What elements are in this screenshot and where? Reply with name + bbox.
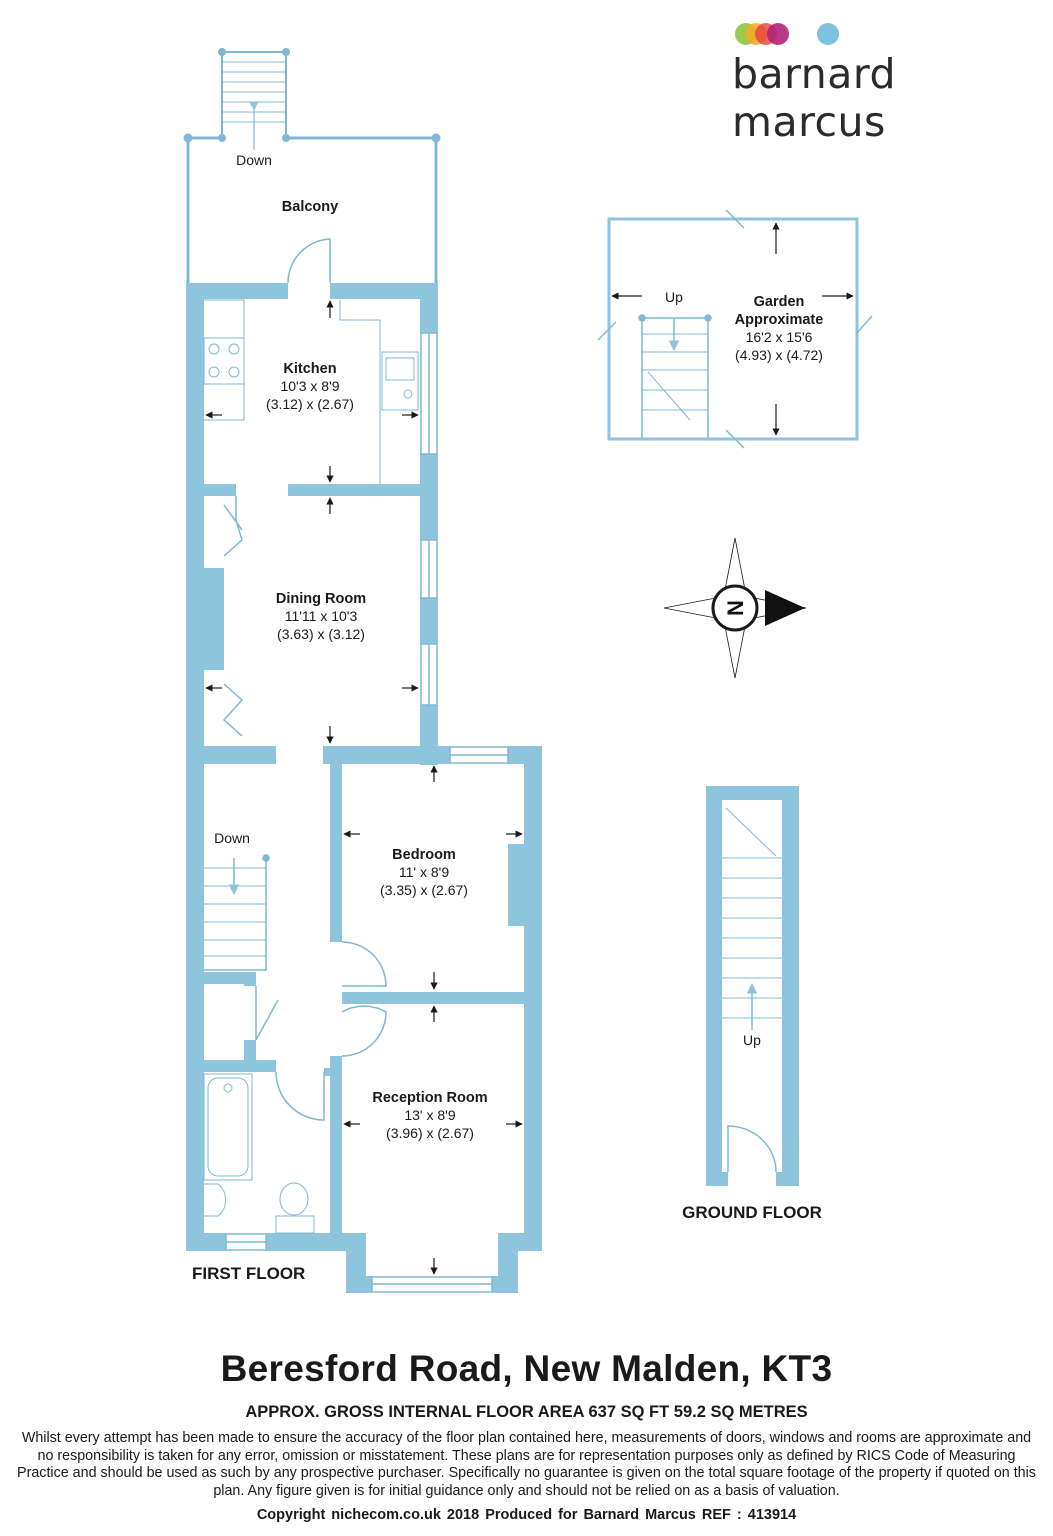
- first-floor-walls: [186, 283, 542, 1293]
- kitchen-fittings: [203, 299, 419, 484]
- reception-imperial: 13' x 8'9: [404, 1107, 455, 1123]
- brand-logo: [735, 23, 839, 45]
- garden-plan: Up Garden Approximate 16'2 x 15'6 (4.93)…: [597, 209, 873, 449]
- garden-stairs-label: Up: [665, 289, 683, 305]
- compass: N: [663, 537, 807, 679]
- bedroom-imperial: 11' x 8'9: [399, 864, 449, 880]
- ground-floor-plan: Up GROUND FLOOR: [682, 786, 822, 1222]
- balcony-rail: [183, 133, 441, 284]
- bedroom-name: Bedroom: [392, 847, 456, 863]
- compass-letter: N: [723, 600, 748, 616]
- ground-stairs-label: Up: [743, 1032, 761, 1048]
- ground-floor-label: GROUND FLOOR: [682, 1203, 822, 1222]
- floor-area: APPROX. GROSS INTERNAL FLOOR AREA 637 SQ…: [245, 1403, 808, 1421]
- bathroom-fittings: [203, 1073, 315, 1234]
- landing-stairs: [204, 854, 270, 971]
- balcony-stairs-label: Down: [236, 152, 272, 168]
- disclaimer: Whilst every attempt has been made to en…: [17, 1430, 1036, 1499]
- first-floor-arrows: [205, 300, 523, 1275]
- brand-wordmark: barnard marcus: [732, 50, 897, 146]
- balcony-name: Balcony: [282, 199, 338, 215]
- reception-metric: (3.96) x (2.67): [386, 1125, 474, 1141]
- garden-name: Garden: [754, 294, 805, 310]
- balcony-stairs: [218, 48, 290, 150]
- property-title: Beresford Road, New Malden, KT3: [220, 1348, 833, 1389]
- first-floor-doors: [222, 238, 387, 1121]
- logo-dot-blue: [817, 23, 839, 45]
- reception-name: Reception Room: [372, 1090, 487, 1106]
- floor-plan: Down Balcony Kitchen 10'3 x 8'9 (3.12) x…: [183, 48, 873, 1293]
- copyright-line: Copyright nichecom.co.uk 2018 Produced f…: [256, 1507, 797, 1523]
- dining-metric: (3.63) x (3.12): [277, 626, 365, 642]
- landing-stairs-label: Down: [214, 830, 250, 846]
- garden-metric: (4.93) x (4.72): [735, 347, 823, 363]
- kitchen-metric: (3.12) x (2.67): [266, 396, 354, 412]
- first-floor-plan: Down Balcony Kitchen 10'3 x 8'9 (3.12) x…: [183, 48, 542, 1293]
- dining-imperial: 11'11 x 10'3: [285, 608, 358, 624]
- bedroom-metric: (3.35) x (2.67): [380, 882, 468, 898]
- first-floor-windows: [225, 332, 509, 1293]
- garden-imperial: 16'2 x 15'6: [746, 329, 813, 345]
- garden-qualifier: Approximate: [735, 312, 824, 328]
- dining-name: Dining Room: [276, 591, 366, 607]
- first-floor-label: FIRST FLOOR: [192, 1264, 305, 1283]
- kitchen-imperial: 10'3 x 8'9: [280, 378, 339, 394]
- logo-dot-magenta: [767, 23, 789, 45]
- kitchen-name: Kitchen: [283, 361, 336, 377]
